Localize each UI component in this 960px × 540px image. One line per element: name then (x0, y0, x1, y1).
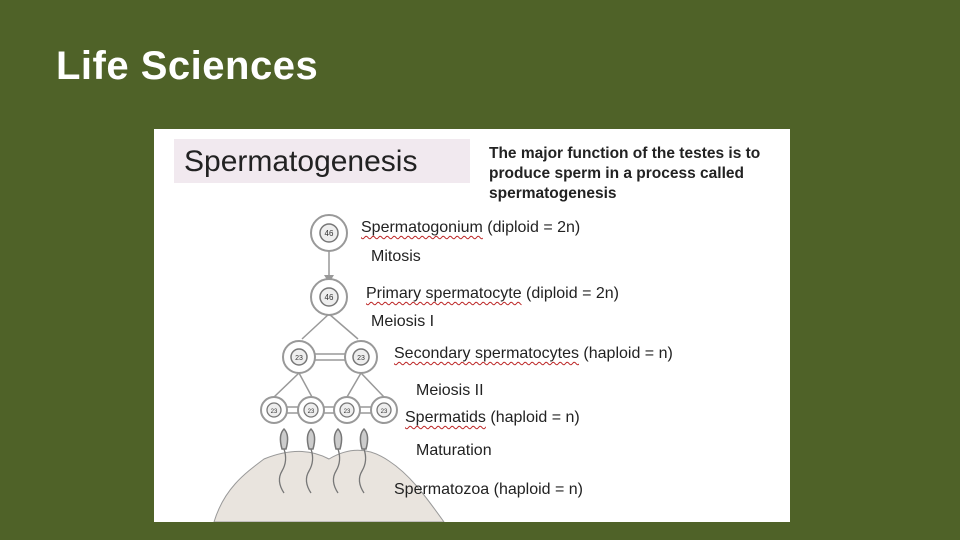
svg-text:23: 23 (271, 409, 278, 415)
spermatogenesis-figure: Spermatogenesis The major function of th… (154, 129, 790, 522)
process-meiosis-1: Meiosis I (371, 313, 435, 330)
cell-spermatid: 23 (370, 396, 398, 424)
sperm-tail (305, 448, 314, 494)
tissue-base (213, 449, 445, 522)
branch-line (301, 313, 330, 340)
stage-spermatogonium: Spermatogonium (diploid = 2n) (361, 219, 581, 236)
stage-spermatids: Spermatids (haploid = n) (405, 409, 580, 426)
sperm-head (333, 427, 343, 450)
cell-primary-spermatocyte: 46 (310, 278, 348, 316)
figure-heading: Spermatogenesis (184, 145, 418, 178)
stage-secondary-spermatocytes: Secondary spermatocytes (haploid = n) (394, 345, 673, 362)
cell-diagram: 46 46 23 23 23 23 23 (213, 214, 445, 522)
intro-text: The major function of the testes is to p… (489, 145, 761, 202)
cell-spermatogonium: 46 (310, 214, 348, 252)
svg-text:23: 23 (308, 409, 315, 415)
cell-spermatid: 23 (297, 396, 325, 424)
sperm-tail (278, 448, 287, 494)
svg-text:23: 23 (344, 409, 351, 415)
sperm-head (359, 427, 369, 450)
branch-line (360, 372, 385, 398)
svg-text:23: 23 (357, 355, 365, 362)
sperm-tail (358, 448, 367, 494)
slide-title: Life Sciences (56, 44, 319, 88)
branch-line (346, 372, 362, 398)
process-mitosis: Mitosis (371, 248, 421, 265)
sperm-head (279, 427, 289, 450)
sperm-head (306, 427, 316, 450)
stage-primary-spermatocyte: Primary spermatocyte (diploid = 2n) (366, 285, 619, 302)
svg-text:23: 23 (295, 355, 303, 362)
cell-spermatid: 23 (260, 396, 288, 424)
svg-text:46: 46 (325, 293, 334, 302)
branch-line (298, 372, 313, 398)
process-maturation: Maturation (416, 442, 492, 459)
heading-box: Spermatogenesis (174, 139, 470, 183)
cell-spermatid: 23 (333, 396, 361, 424)
branch-line (273, 372, 300, 398)
svg-text:46: 46 (325, 229, 334, 238)
sperm-tail (332, 448, 341, 494)
branch-line (328, 313, 359, 340)
svg-text:23: 23 (381, 409, 388, 415)
cell-secondary-spermatocyte: 23 (344, 340, 378, 374)
cell-secondary-spermatocyte: 23 (282, 340, 316, 374)
stage-spermatozoa: Spermatozoa (haploid = n) (394, 481, 584, 498)
process-meiosis-2: Meiosis II (416, 382, 484, 399)
